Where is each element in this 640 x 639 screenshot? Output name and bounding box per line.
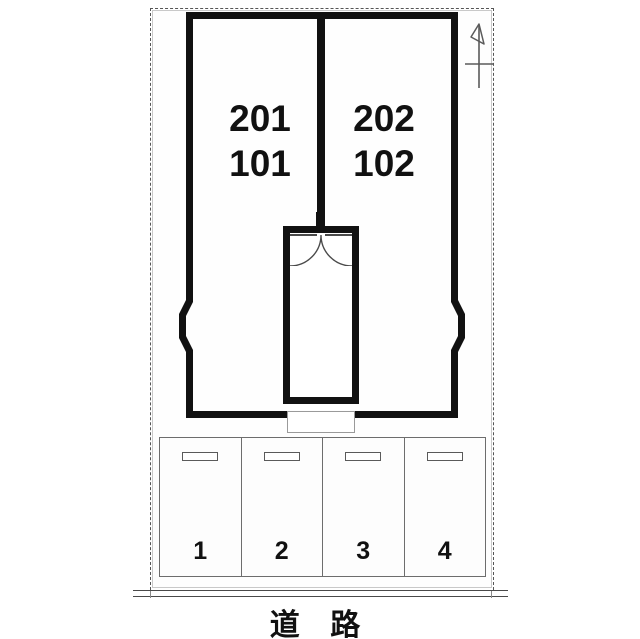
building-wall-east-lower — [451, 364, 458, 418]
wheel-stop-marker — [345, 452, 382, 461]
door-leaf-left — [290, 234, 317, 236]
curb-tick — [150, 591, 151, 598]
corridor-wall-west — [283, 226, 290, 404]
corridor-floor — [289, 232, 353, 402]
parking-bay[interactable]: 4 — [405, 438, 486, 576]
curb-tick — [491, 591, 492, 598]
wheel-stop-marker — [263, 452, 300, 461]
building-wall-west-upper — [186, 12, 193, 287]
parking-bay-number: 4 — [437, 537, 452, 565]
lot-line-east — [493, 8, 494, 590]
parking-bay-number: 1 — [193, 537, 208, 565]
building-notch-east — [440, 280, 468, 372]
central-entrance-corridor — [283, 212, 359, 418]
door-leaf-right — [325, 234, 352, 236]
parking-area: 1 2 3 4 — [159, 437, 486, 577]
parking-bay-number: 2 — [274, 537, 289, 565]
parking-bay[interactable]: 1 — [160, 438, 242, 576]
unit-label-201: 201 — [229, 98, 291, 139]
building-wall-west-lower — [186, 364, 193, 418]
entrance-porch — [287, 411, 355, 433]
corridor-wall-north — [283, 226, 359, 233]
wheel-stop-marker — [182, 452, 219, 461]
corridor-wall-south — [283, 397, 359, 404]
building-wall-east-upper — [451, 12, 458, 287]
unit-label-202: 202 — [353, 98, 415, 139]
apartment-building: 201 101 202 102 — [179, 12, 465, 433]
door-swing-right — [321, 235, 352, 266]
north-arrow-icon — [462, 18, 496, 90]
entrance-center-post — [316, 212, 324, 228]
road-curb — [133, 590, 508, 598]
building-party-wall — [317, 12, 325, 228]
unit-label-102: 102 — [353, 143, 415, 184]
corridor-wall-east — [352, 226, 359, 404]
parking-bay[interactable]: 3 — [323, 438, 405, 576]
road-label: 道 路 — [269, 608, 371, 639]
building-notch-west — [176, 280, 204, 372]
unit-label-101: 101 — [229, 143, 291, 184]
parking-bay-number: 3 — [356, 537, 371, 565]
wheel-stop-marker — [426, 452, 463, 461]
parking-bay[interactable]: 2 — [242, 438, 323, 576]
lot-line-west — [150, 8, 151, 590]
lot-line-north — [150, 8, 494, 9]
door-swing-left — [290, 235, 321, 266]
